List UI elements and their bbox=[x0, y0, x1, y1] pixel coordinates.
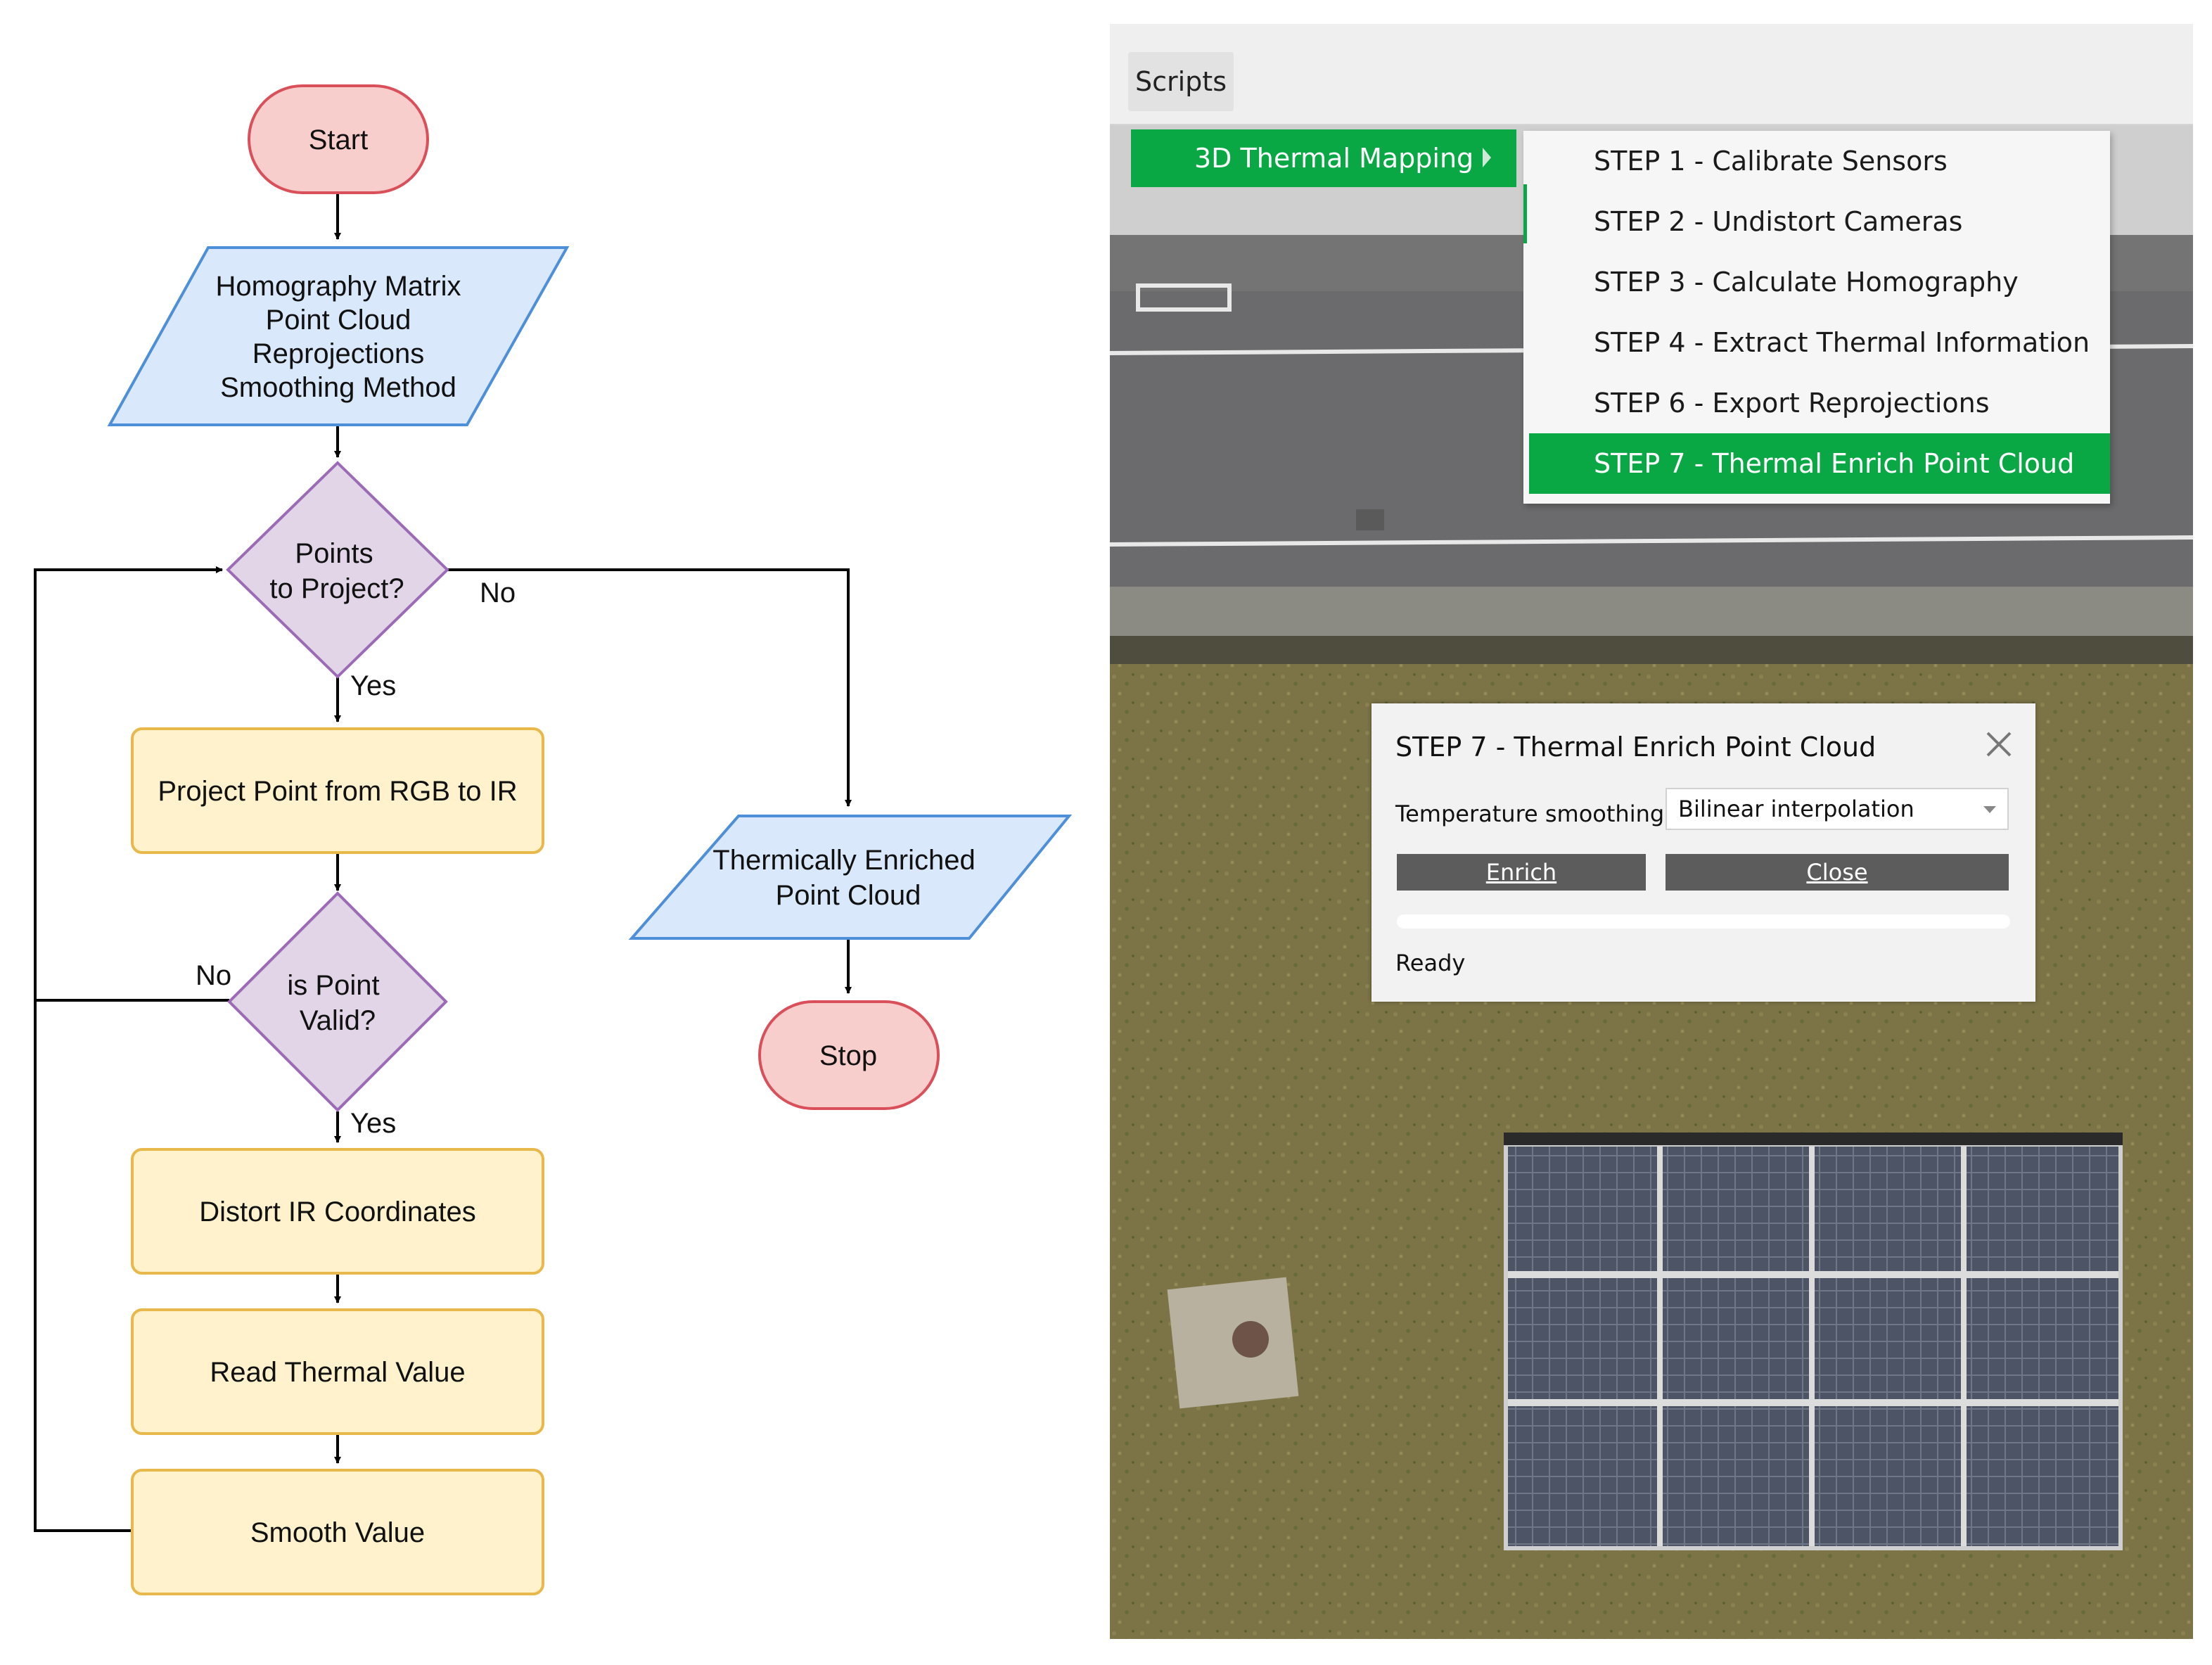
decision-valid-line1: is Point bbox=[287, 970, 379, 1001]
start-terminal: Start bbox=[248, 84, 429, 194]
flow-connectors bbox=[34, 193, 852, 1532]
submenu-arrow-icon bbox=[1483, 148, 1491, 167]
start-label: Start bbox=[309, 125, 368, 155]
submenu-accent bbox=[1523, 184, 1527, 243]
thermal-mapping-submenu: STEP 1 - Calibrate Sensors STEP 2 - Undi… bbox=[1523, 131, 2110, 504]
smoothing-select[interactable]: Bilinear interpolation bbox=[1666, 788, 2009, 830]
smoothing-select-value: Bilinear interpolation bbox=[1678, 796, 1914, 822]
label-no-1: No bbox=[480, 578, 516, 608]
inputs-data: Homography Matrix Point Cloud Reprojecti… bbox=[107, 246, 570, 426]
menu-item-label: 3D Thermal Mapping bbox=[1194, 143, 1474, 174]
app-window: Scripts 3D Thermal Mapping STEP 1 - Cali… bbox=[1110, 24, 2193, 1639]
manhole-cover bbox=[1232, 1321, 1269, 1358]
input-point-cloud: Point Cloud bbox=[266, 305, 411, 336]
decision-points-line2: to Project? bbox=[269, 573, 404, 604]
close-button[interactable]: Close bbox=[1666, 854, 2009, 891]
label-yes-2: Yes bbox=[350, 1108, 396, 1139]
smoothing-label: Temperature smoothing: bbox=[1395, 800, 1672, 827]
input-homography: Homography Matrix bbox=[215, 271, 461, 302]
road-marking bbox=[1110, 535, 2193, 547]
chevron-down-icon bbox=[1983, 806, 1996, 813]
connector-decision-no bbox=[446, 568, 852, 807]
enrich-dialog: STEP 7 - Thermal Enrich Point Cloud Temp… bbox=[1372, 703, 2035, 1002]
solar-panel-array bbox=[1504, 1133, 2123, 1550]
road-patch bbox=[1356, 509, 1384, 530]
project-point-label: Project Point from RGB to IR bbox=[158, 776, 517, 807]
submenu-item-step-6[interactable]: STEP 6 - Export Reprojections bbox=[1594, 388, 1990, 419]
output-line1: Thermically Enriched bbox=[712, 845, 975, 876]
decision-points-line1: Points bbox=[295, 538, 373, 569]
decision-is-point-valid: is Point Valid? bbox=[227, 891, 448, 1112]
progress-bar bbox=[1397, 914, 2010, 929]
scripts-menu[interactable]: Scripts bbox=[1128, 52, 1234, 111]
output-data: Thermically Enriched Point Cloud bbox=[628, 815, 1073, 940]
flowchart: Start Homography Matrix Point Cloud Repr… bbox=[34, 84, 1073, 1595]
status-text: Ready bbox=[1395, 950, 1466, 976]
process-project-point: Project Point from RGB to IR bbox=[131, 727, 544, 854]
distort-label: Distort IR Coordinates bbox=[199, 1197, 475, 1227]
submenu-item-step-2[interactable]: STEP 2 - Undistort Cameras bbox=[1594, 206, 1963, 237]
stop-terminal: Stop bbox=[758, 1000, 940, 1110]
input-smoothing: Smoothing Method bbox=[220, 372, 456, 403]
decision-valid-line2: Valid? bbox=[300, 1005, 376, 1036]
smooth-label: Smooth Value bbox=[250, 1517, 425, 1548]
submenu-item-step-1[interactable]: STEP 1 - Calibrate Sensors bbox=[1594, 146, 1948, 177]
connector-smooth-loop bbox=[34, 566, 223, 1532]
dialog-title: STEP 7 - Thermal Enrich Point Cloud bbox=[1395, 732, 1877, 763]
input-reprojections: Reprojections bbox=[252, 338, 425, 369]
curb bbox=[1110, 587, 2193, 636]
output-line2: Point Cloud bbox=[776, 880, 921, 911]
curb-shadow bbox=[1110, 636, 2193, 664]
process-smooth: Smooth Value bbox=[131, 1469, 544, 1595]
close-icon[interactable] bbox=[1983, 729, 2014, 760]
enrich-button[interactable]: Enrich bbox=[1397, 854, 1646, 891]
menu-bar: Scripts bbox=[1110, 24, 2193, 125]
process-read-thermal: Read Thermal Value bbox=[131, 1308, 544, 1435]
submenu-item-step-4[interactable]: STEP 4 - Extract Thermal Information bbox=[1594, 327, 2090, 358]
stop-label: Stop bbox=[819, 1040, 877, 1071]
submenu-item-step-7[interactable]: STEP 7 - Thermal Enrich Point Cloud bbox=[1529, 433, 2110, 494]
road-marking bbox=[1136, 283, 1232, 312]
label-yes-1: Yes bbox=[350, 670, 396, 701]
submenu-item-step-3[interactable]: STEP 3 - Calculate Homography bbox=[1594, 267, 2019, 298]
process-distort: Distort IR Coordinates bbox=[131, 1148, 544, 1275]
read-thermal-label: Read Thermal Value bbox=[210, 1357, 465, 1388]
label-no-2: No bbox=[196, 960, 231, 991]
decision-points-to-project: Points to Project? bbox=[226, 461, 449, 679]
menu-item-3d-thermal-mapping[interactable]: 3D Thermal Mapping bbox=[1131, 129, 1516, 187]
